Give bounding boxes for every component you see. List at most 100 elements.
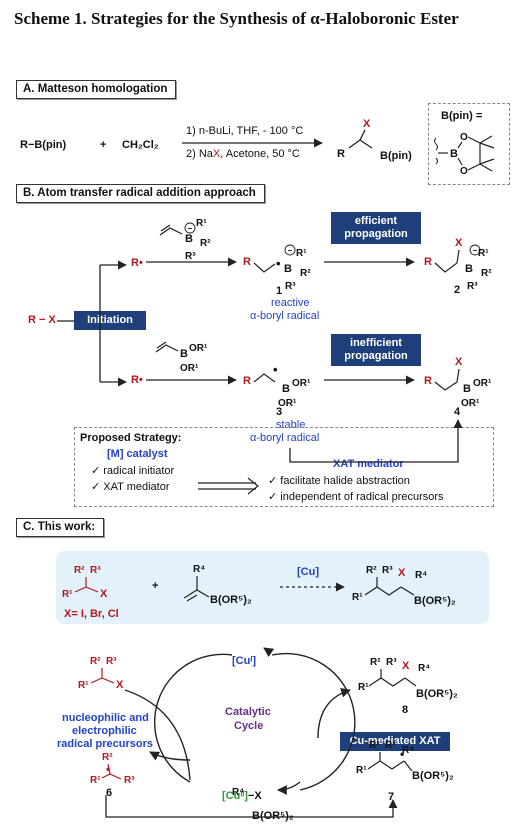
svg-text:R²: R² (74, 565, 85, 576)
svg-text:R⁴: R⁴ (402, 745, 414, 756)
compound-7-label: 7 (388, 791, 395, 803)
svg-text:OR¹: OR¹ (461, 398, 480, 409)
b-r-radical-top: R• (131, 257, 143, 269)
svg-text:•: • (273, 362, 278, 377)
vinyl-boronate-bottom: B OR¹ OR¹ (155, 341, 208, 374)
compound-1-label: 1 (276, 285, 283, 297)
a-reactant-rbpin: R−B(pin) (20, 139, 67, 151)
initiation-box: Initiation (74, 311, 146, 330)
svg-text:X: X (455, 237, 463, 249)
svg-text:B: B (463, 383, 471, 395)
compound-4-label: 4 (454, 406, 461, 418)
svg-text:R¹: R¹ (90, 775, 101, 786)
svg-text:R¹: R¹ (78, 680, 89, 691)
svg-text:−: − (188, 224, 193, 233)
svg-text:R²: R² (102, 752, 113, 763)
cycle-label: Cycle (234, 720, 264, 732)
vinyl-borate-top: − B R¹ R² R³ (159, 218, 211, 262)
svg-text:X: X (402, 660, 410, 672)
svg-text:R²: R² (366, 565, 377, 576)
cycle-arc-left (153, 653, 233, 783)
svg-text:O: O (460, 132, 468, 143)
check-facilitate-halide-abstraction: ✓ facilitate halide abstraction (268, 475, 410, 487)
c-plus: + (152, 580, 159, 592)
bpin-structure: B O O (434, 132, 495, 177)
svg-text:R: R (243, 375, 251, 387)
alkyl-halide-structure: R² R³ R¹ X (62, 565, 108, 600)
compound-2-label: 2 (454, 284, 461, 296)
stable-label: stable (276, 419, 306, 431)
x-list-label: X= I, Br, Cl (64, 608, 119, 620)
section-b-label: B. Atom transfer radical addition approa… (16, 184, 265, 203)
compound-8-label: 8 (402, 704, 409, 716)
svg-text:R¹: R¹ (296, 248, 307, 259)
svg-text:OR¹: OR¹ (189, 343, 208, 354)
svg-text:B(OR⁵)₂: B(OR⁵)₂ (414, 595, 456, 607)
svg-text:R¹: R¹ (352, 592, 363, 603)
a-product-r: R (337, 148, 345, 160)
svg-text:R⁴: R⁴ (418, 663, 430, 674)
overall-reaction-panel (56, 551, 489, 624)
section-a-label: A. Matteson homologation (16, 80, 177, 99)
svg-text:B: B (282, 383, 290, 395)
svg-text:B(OR⁵)₂: B(OR⁵)₂ (210, 594, 252, 606)
vinyl-boronate-c: R⁴ B(OR⁵)₂ (183, 564, 252, 606)
proposed-strategy-box (74, 427, 494, 507)
a-condition-2: 2) NaX, Acetone, 50 °C (186, 148, 300, 160)
a-product-x: X (363, 118, 371, 130)
compound-2-structure: R X − B R¹ R² R³ (424, 237, 492, 292)
svg-text:R: R (243, 256, 251, 268)
check-independent-radical-precursors: ✓ independent of radical precursors (268, 491, 444, 503)
svg-text:R¹: R¹ (478, 248, 489, 259)
alkyl-halide-cycle: R² R³ R¹ X (78, 656, 124, 691)
svg-text:R²: R² (300, 268, 311, 279)
compound-3-structure: R • B OR¹ OR¹ (243, 362, 311, 409)
section-c-label: C. This work: (16, 518, 105, 537)
b-rx: R − X (28, 314, 56, 326)
c-bottom-r4: R⁴ (232, 787, 245, 798)
inefficient-propagation-box: inefficient propagation (331, 334, 421, 366)
check-xat-mediator: ✓ XAT mediator (91, 481, 170, 493)
a-product-bonds (348, 139, 373, 149)
radical-6-structure: R² R¹ R³ • (90, 752, 135, 786)
svg-text:B(OR⁵)₂: B(OR⁵)₂ (416, 688, 458, 700)
svg-text:R³: R³ (467, 281, 478, 292)
svg-text:B(OR⁵)₂: B(OR⁵)₂ (412, 770, 454, 782)
svg-text:B: B (450, 148, 458, 160)
svg-text:OR¹: OR¹ (180, 363, 199, 374)
svg-text:R⁴: R⁴ (415, 570, 427, 581)
svg-text:R²: R² (369, 740, 380, 751)
svg-text:X: X (398, 567, 406, 579)
svg-text:R³: R³ (386, 657, 397, 668)
svg-text:X: X (100, 588, 108, 600)
c-bottom-vinyl-boronate: B(OR⁵)₂ (252, 810, 294, 822)
check-radical-initiator: ✓ radical initiator (91, 465, 175, 477)
svg-text:OR¹: OR¹ (278, 398, 297, 409)
svg-text:•: • (400, 747, 404, 761)
svg-text:R²: R² (481, 268, 492, 279)
compound-4-structure: R X B OR¹ OR¹ (424, 356, 492, 409)
b-r-radical-bottom: R• (131, 374, 143, 386)
svg-text:R: R (424, 256, 432, 268)
svg-text:X: X (455, 356, 463, 368)
cycle-arc-right (271, 652, 356, 791)
nucleophilic-label: nucleophilic and (62, 712, 149, 724)
svg-text:R²: R² (90, 656, 101, 667)
svg-text:B: B (465, 263, 473, 275)
reactive-alpha-boryl-label: α-boryl radical (250, 310, 320, 322)
svg-text:R³: R³ (185, 251, 196, 262)
svg-text:B: B (180, 348, 188, 360)
proposed-strategy-title: Proposed Strategy: (80, 432, 182, 444)
svg-text:R³: R³ (382, 565, 393, 576)
a-condition-1: 1) n-BuLi, THF, - 100 °C (186, 125, 304, 137)
svg-text:R: R (424, 375, 432, 387)
scheme-title: Scheme 1. Strategies for the Synthesis o… (14, 8, 509, 29)
product-8-structure: R² R³ R¹ X R⁴ B(OR⁵)₂ (358, 657, 458, 700)
svg-text:R³: R³ (90, 565, 101, 576)
svg-text:R³: R³ (106, 656, 117, 667)
catalytic-label: Catalytic (225, 706, 271, 718)
svg-text:R¹: R¹ (196, 218, 207, 229)
stable-alpha-boryl-label: α-boryl radical (250, 432, 320, 444)
m-catalyst-label: [M] catalyst (107, 448, 168, 460)
scheme-title-text: Strategies for the Synthesis of α-Halobo… (90, 9, 459, 28)
